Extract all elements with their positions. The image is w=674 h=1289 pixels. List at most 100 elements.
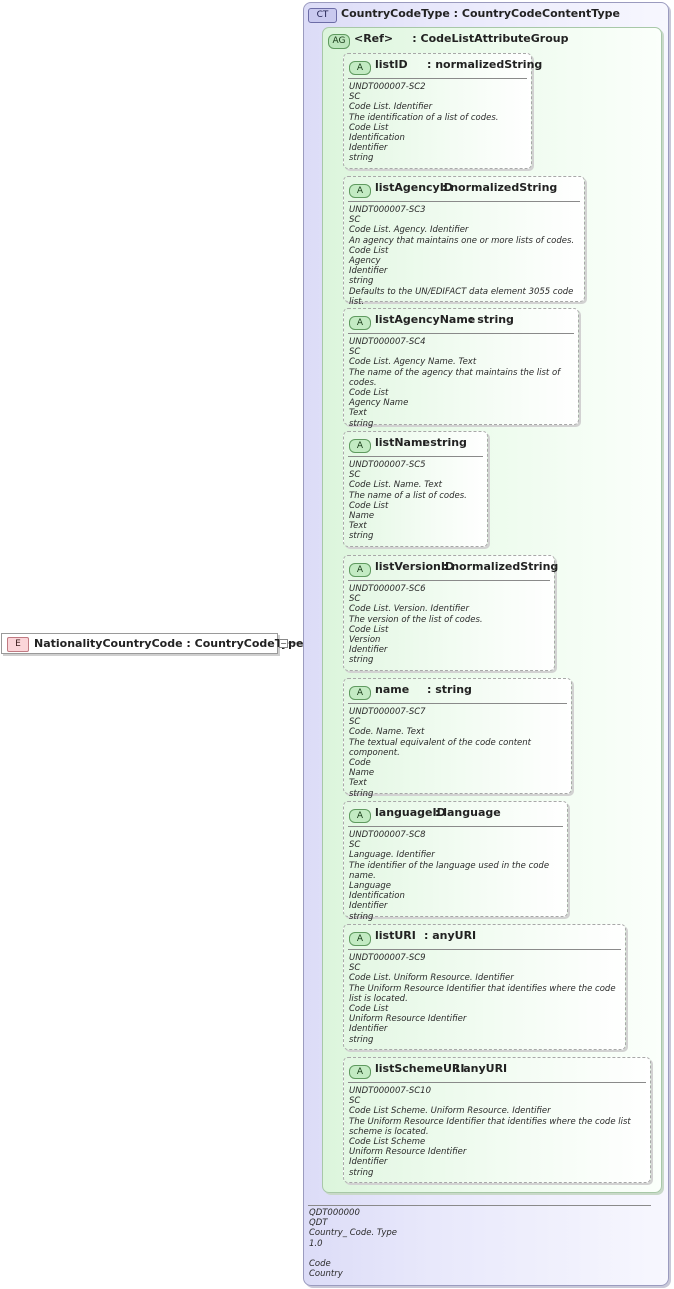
doc-line: Name (349, 768, 375, 779)
doc-line: Text (349, 521, 367, 532)
attribute-separator (348, 949, 621, 950)
attribute-separator (348, 580, 550, 581)
doc-line: string (349, 153, 374, 164)
attribute-separator (348, 456, 483, 457)
attribute-name: listName (375, 436, 430, 449)
doc-line: The textual equivalent of the code conte… (349, 737, 532, 758)
doc-line: QDT000000 (309, 1208, 360, 1218)
doc-line: QDT (309, 1218, 328, 1229)
doc-line: UNDT000007-SC5 (349, 460, 426, 470)
doc-line: Agency Name (349, 398, 409, 409)
doc-line: Country (309, 1269, 343, 1280)
doc-line: Version (349, 635, 381, 646)
complex-type-tag: CT (308, 8, 337, 23)
attribute-name: listID (375, 58, 408, 71)
doc-line: SC (349, 963, 361, 974)
attribute-group-title: <Ref> : CodeListAttributeGroup (354, 32, 569, 45)
doc-line: The Uniform Resource Identifier that ide… (349, 1116, 631, 1137)
doc-line (309, 1249, 397, 1259)
doc-line: SC (349, 840, 361, 851)
doc-line: string (349, 418, 374, 429)
attribute-name: listURI (375, 929, 416, 942)
attribute-type: : anyURI (455, 1062, 508, 1075)
attribute-separator (348, 1082, 646, 1083)
doc-line: The identifier of the language used in t… (349, 860, 550, 881)
doc-line: Text (349, 408, 367, 419)
doc-line: UNDT000007-SC3 (349, 205, 426, 215)
doc-line: Code. Name. Text (349, 727, 425, 738)
attribute-separator (348, 703, 567, 704)
doc-line: Agency (349, 256, 381, 267)
doc-line: SC (349, 92, 361, 103)
doc-line: UNDT000007-SC2 (349, 82, 426, 92)
attribute-name: listAgencyID (375, 181, 453, 194)
doc-line: Code List (349, 388, 389, 399)
attribute-separator (348, 78, 527, 79)
doc-line: Defaults to the UN/EDIFACT data element … (349, 286, 574, 307)
doc-line: Identifier (349, 1024, 388, 1035)
element-box[interactable]: E NationalityCountryCode : CountryCodeTy… (1, 633, 303, 654)
attribute-name: listVersionID (375, 560, 455, 573)
doc-line: The version of the list of codes. (349, 614, 483, 625)
attribute-type: : normalizedString (442, 181, 558, 194)
complex-type-base: CountryCodeContentType (461, 7, 620, 20)
attribute-tag: A (349, 1065, 371, 1079)
doc-line: UNDT000007-SC6 (349, 584, 426, 594)
attribute-tag: A (349, 686, 371, 700)
attribute-group-name: <Ref> (354, 32, 394, 45)
doc-line: The name of a list of codes. (349, 490, 467, 501)
doc-line: UNDT000007-SC9 (349, 953, 426, 963)
attribute-tag: A (349, 809, 371, 823)
attribute-separator (348, 333, 574, 334)
doc-line: Text (349, 778, 367, 789)
attribute-type: : normalizedString (427, 58, 543, 71)
doc-line: string (349, 276, 374, 287)
doc-line: Code (349, 758, 371, 769)
doc-line: UNDT000007-SC7 (349, 707, 426, 717)
doc-line: Identification (349, 891, 405, 902)
doc-line: UNDT000007-SC10 (349, 1086, 431, 1096)
element-type: CountryCodeType (194, 637, 304, 650)
doc-line: string (349, 531, 374, 542)
doc-line: Code List. Version. Identifier (349, 604, 469, 615)
attribute-separator (348, 201, 580, 202)
doc-line: Identifier (349, 143, 388, 154)
doc-line: Code List. Name. Text (349, 480, 442, 491)
attribute-type: : normalizedString (443, 560, 559, 573)
doc-line: Identifier (349, 645, 388, 656)
doc-line: Country_ Code. Type (309, 1228, 397, 1239)
doc-line: Code List Scheme. Uniform Resource. Iden… (349, 1106, 551, 1117)
attribute-tag: A (349, 184, 371, 198)
doc-line: Code (309, 1259, 331, 1269)
doc-line: Code List (349, 500, 389, 511)
doc-line: Code List Scheme (349, 1137, 426, 1148)
attribute-name: listAgencyName (375, 313, 476, 326)
complex-type-title: CountryCodeType : CountryCodeContentType (341, 7, 620, 20)
doc-line: Identifier (349, 901, 388, 912)
attribute-tag: A (349, 932, 371, 946)
attribute-type: : language (435, 806, 501, 819)
doc-line: SC (349, 594, 361, 605)
complex-type-doc-separator (308, 1205, 651, 1206)
attribute-tag: A (349, 316, 371, 330)
doc-line: SC (349, 1096, 361, 1107)
collapse-toggle[interactable]: − (279, 639, 288, 648)
doc-line: string (349, 788, 374, 799)
doc-line: Code List. Identifier (349, 102, 433, 113)
